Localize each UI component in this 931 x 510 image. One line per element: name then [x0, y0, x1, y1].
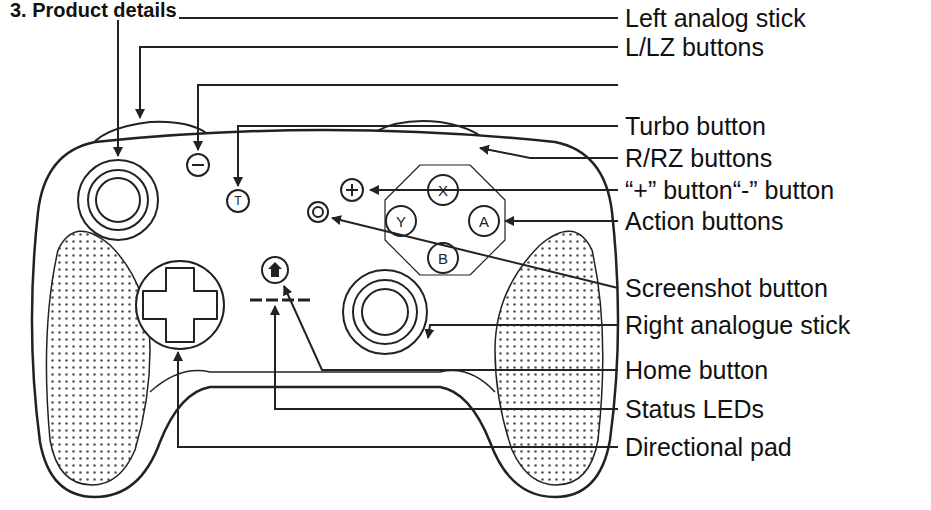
part-label: L/LZ buttons	[625, 35, 764, 60]
button-letter: X	[438, 183, 448, 198]
button-letter: T	[234, 195, 241, 207]
part-label: R/RZ buttons	[625, 146, 772, 171]
part-label: “+” button“-” button	[625, 178, 834, 203]
part-label: Screenshot button	[625, 276, 828, 301]
part-label: Right analogue stick	[625, 313, 850, 338]
button-letter: B	[438, 251, 448, 266]
part-label: Status LEDs	[625, 397, 764, 422]
button-letter: Y	[396, 214, 406, 229]
part-label: Directional pad	[625, 435, 792, 460]
page-heading: 3. Product details	[8, 0, 179, 20]
part-label: Left analog stick	[625, 6, 806, 31]
part-label: Home button	[625, 358, 768, 383]
part-label: Action buttons	[625, 209, 783, 234]
part-label: Turbo button	[625, 114, 766, 139]
button-letter: A	[479, 214, 489, 229]
